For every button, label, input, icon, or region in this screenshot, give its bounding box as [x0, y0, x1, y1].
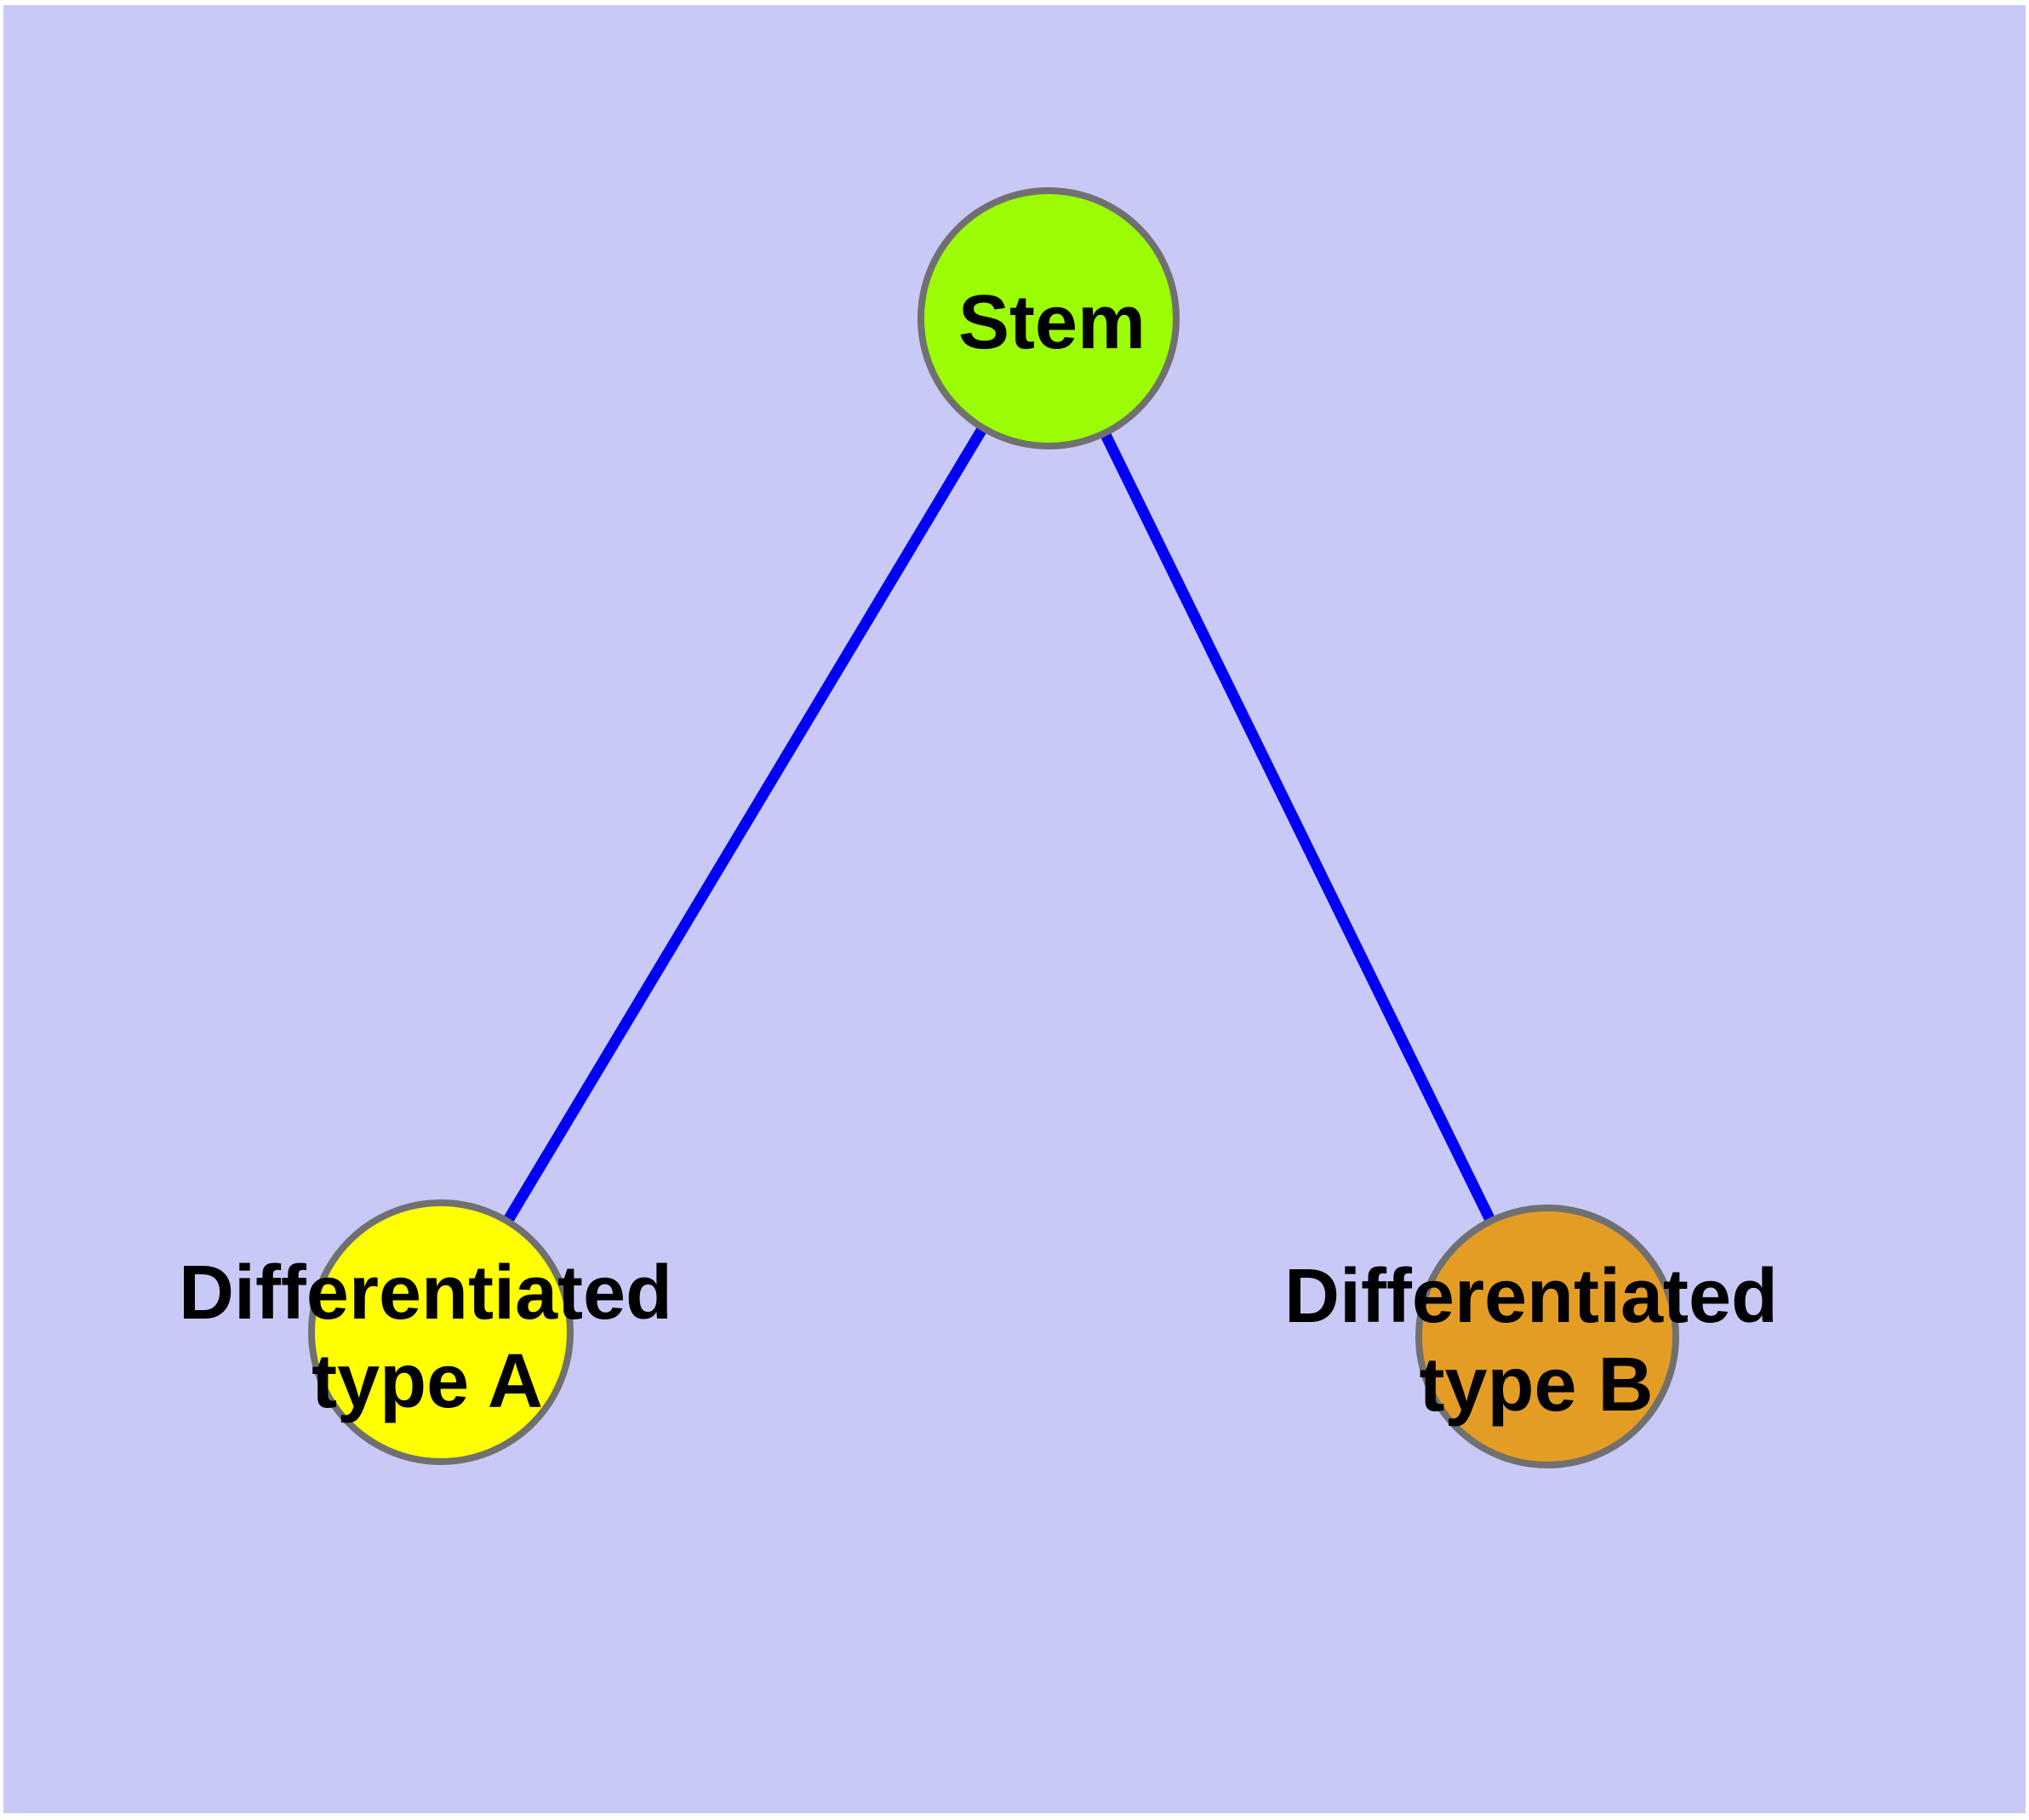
node-stem[interactable] [917, 187, 1180, 449]
edge-group [436, 315, 1552, 1339]
node-differentiated-type-a[interactable] [308, 1199, 574, 1465]
node-type-a-label-line2: type A [311, 1339, 543, 1424]
node-type-b-label-line1: Differentiated [1284, 1254, 1778, 1339]
node-differentiated-type-b[interactable] [1415, 1205, 1679, 1468]
node-stem-label: Stem [958, 280, 1146, 365]
node-type-a-label-line1: Differentiated [179, 1251, 672, 1336]
node-type-b-label-line2: type B [1419, 1342, 1653, 1428]
edge-stem-to-type-a [436, 315, 1054, 1336]
edge-stem-to-type-b [1043, 316, 1552, 1339]
